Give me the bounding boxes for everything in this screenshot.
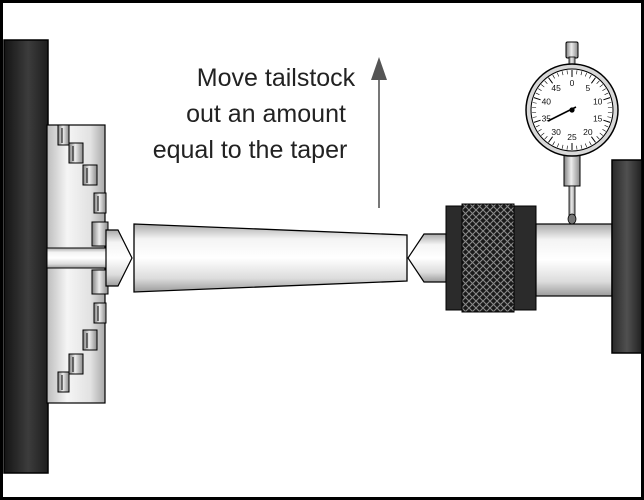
dial-tick (548, 77, 554, 84)
tailstock-collar (445, 205, 463, 311)
dial-tick (590, 77, 596, 84)
dial-tick (561, 71, 564, 76)
caption-line-3: equal to the taper (153, 136, 348, 164)
dial-pivot (569, 107, 575, 113)
dial-tick (538, 129, 542, 132)
dial-tick (604, 125, 609, 128)
dial-number: 10 (593, 97, 603, 107)
tailstock (407, 159, 643, 354)
dial-top-cap (565, 41, 579, 59)
dial-tick (584, 72, 588, 77)
dial-tick (589, 141, 592, 146)
dial-tick (584, 143, 588, 148)
dial-tick (556, 72, 560, 77)
dial-contact-point (567, 213, 577, 225)
dial-tick (540, 84, 545, 88)
dial-tick (544, 136, 548, 140)
dial-tick (548, 136, 554, 143)
dial-number: 25 (567, 132, 577, 142)
dial-tick (532, 102, 537, 104)
caption-line-1: Move tailstock (197, 64, 356, 92)
dial-number: 30 (551, 127, 561, 137)
dial-number: 20 (583, 127, 593, 137)
dial-tick (540, 132, 545, 136)
dial-tick (533, 97, 541, 101)
tailstock-collar-right (513, 205, 537, 311)
dial-tick (580, 144, 583, 149)
dial-tick (599, 84, 604, 88)
dial-number: 45 (551, 83, 561, 93)
dial-number: 0 (570, 78, 575, 88)
dial-tick (596, 136, 600, 140)
dial-number: 40 (542, 97, 552, 107)
dial-tick (576, 70, 578, 75)
dial-tick (552, 141, 555, 146)
dial-tick (604, 92, 609, 95)
tailstock-quill (535, 223, 613, 297)
headstock-center (105, 229, 133, 287)
dial-tick (544, 80, 548, 84)
dial-tick (603, 119, 611, 123)
dial-tick (556, 143, 560, 148)
tapered-workpiece (133, 223, 408, 293)
chuck-face-plate (3, 39, 49, 474)
dial-tick (552, 74, 555, 79)
dial-tick (603, 97, 611, 101)
chuck (3, 39, 133, 474)
knurled-sleeve (461, 203, 515, 313)
dial-tick (538, 88, 542, 91)
chuck-jaw-lower (57, 269, 109, 393)
dial-tick (607, 116, 612, 118)
dial-number: 5 (586, 83, 591, 93)
dial-tick (532, 116, 537, 118)
dial-tick (566, 70, 568, 75)
dial-tick (589, 74, 592, 79)
dial-tick (533, 119, 541, 123)
caption-line-2: out an amount (186, 100, 346, 128)
dial-plunger (568, 185, 576, 217)
dial-number: 35 (542, 113, 552, 123)
dial-ticks (532, 70, 612, 150)
dial-tick (590, 136, 596, 143)
dial-tick (576, 145, 578, 150)
dial-tick (535, 92, 540, 95)
dial-tick (596, 80, 600, 84)
dial-tick (566, 145, 568, 150)
dial-tick (602, 88, 606, 91)
dial-tick (561, 144, 564, 149)
dial-tick (535, 125, 540, 128)
dial-number: 15 (593, 113, 603, 123)
dial-tick (580, 71, 583, 76)
tailstock-housing (611, 159, 643, 354)
dial-tick (602, 129, 606, 132)
chuck-hub (46, 247, 110, 269)
arrow-up-icon (371, 57, 387, 208)
dial-tick (599, 132, 604, 136)
dial-tick (607, 102, 612, 104)
